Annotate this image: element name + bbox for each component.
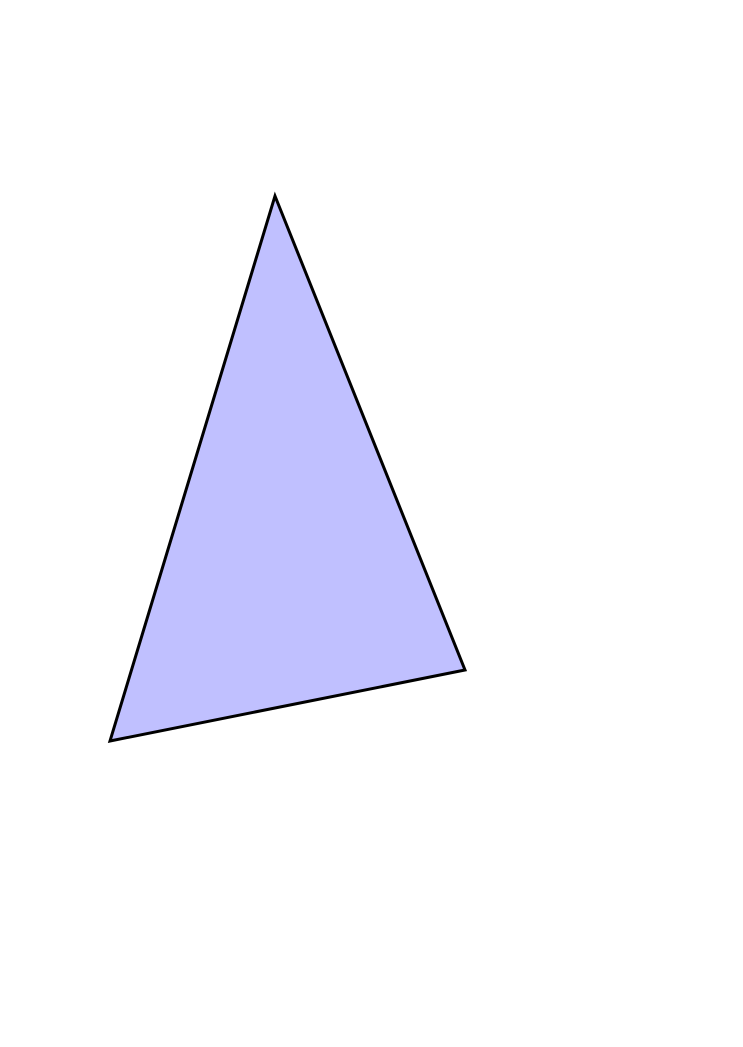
triangle-shape	[107, 191, 468, 743]
